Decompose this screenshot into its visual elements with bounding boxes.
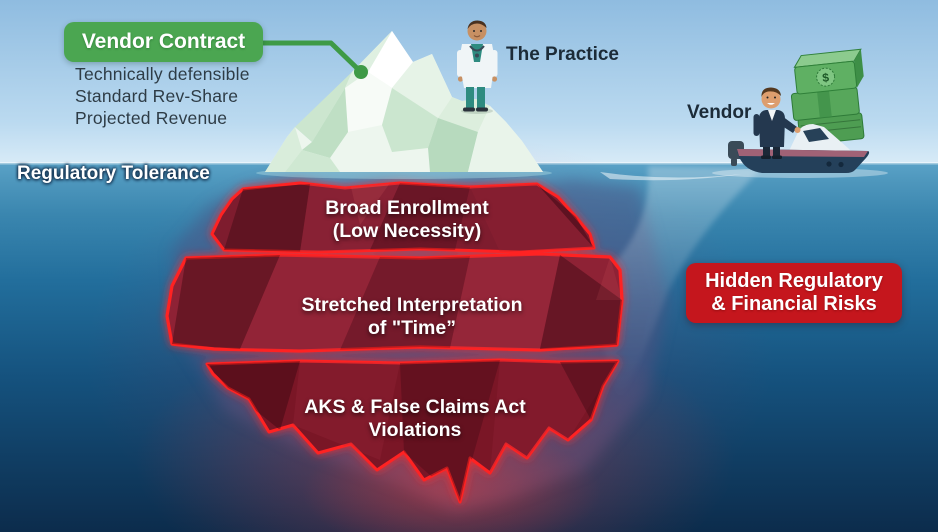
the-practice-label: The Practice bbox=[506, 44, 619, 65]
boat-wake bbox=[600, 172, 742, 181]
section-1-line-1: Broad Enrollment bbox=[325, 197, 489, 219]
iceberg-section-3-label: AKS & False Claims Act Violations bbox=[255, 396, 575, 442]
connector-dot bbox=[354, 65, 368, 79]
vendor-figure bbox=[753, 87, 801, 159]
iceberg-section-1 bbox=[210, 181, 596, 254]
stethoscope-icon bbox=[469, 45, 485, 52]
light-beam bbox=[600, 166, 762, 402]
contract-detail-line: Technically defensible bbox=[75, 64, 250, 84]
green-connector bbox=[260, 40, 368, 79]
section-2-line-2: of "Time” bbox=[368, 317, 456, 339]
section-1-line-2: (Low Necessity) bbox=[332, 220, 482, 242]
doctor-figure bbox=[457, 20, 498, 114]
vendor-contract-label: Vendor Contract bbox=[64, 22, 263, 62]
section-3-line-1: AKS & False Claims Act bbox=[304, 396, 526, 418]
hidden-risks-line-1: Hidden Regulatory bbox=[705, 270, 883, 292]
cabin-window bbox=[803, 128, 829, 142]
iceberg-section-2-label: Stretched Interpretation of "Time” bbox=[252, 294, 572, 340]
vendor-boat: $ bbox=[600, 48, 888, 181]
iceberg-section-1-label: Broad Enrollment (Low Necessity) bbox=[247, 197, 567, 243]
section-2-line-1: Stretched Interpretation bbox=[301, 294, 523, 316]
iceberg-below-water bbox=[165, 181, 624, 504]
hidden-risks-line-2: & Financial Risks bbox=[711, 293, 877, 315]
contract-detail-line: Projected Revenue bbox=[75, 108, 228, 128]
hidden-risks-label: Hidden Regulatory & Financial Risks bbox=[686, 263, 902, 323]
regulatory-tolerance-label: Regulatory Tolerance bbox=[17, 163, 210, 184]
section-2-facets bbox=[172, 255, 622, 350]
vendor-label: Vendor bbox=[687, 102, 752, 123]
section-3-line-2: Violations bbox=[368, 419, 462, 441]
contract-detail-line: Standard Rev-Share bbox=[75, 86, 239, 106]
money-stack: $ bbox=[790, 48, 865, 146]
dollar-icon: $ bbox=[822, 70, 830, 85]
section-1-facets bbox=[224, 183, 594, 252]
vendor-contract-text: Vendor Contract bbox=[81, 30, 246, 53]
iceberg-section-3 bbox=[205, 358, 620, 504]
iceberg-section-2 bbox=[165, 252, 624, 353]
section-3-facets bbox=[207, 360, 618, 502]
contract-details: Technically defensible Standard Rev-Shar… bbox=[75, 63, 250, 129]
